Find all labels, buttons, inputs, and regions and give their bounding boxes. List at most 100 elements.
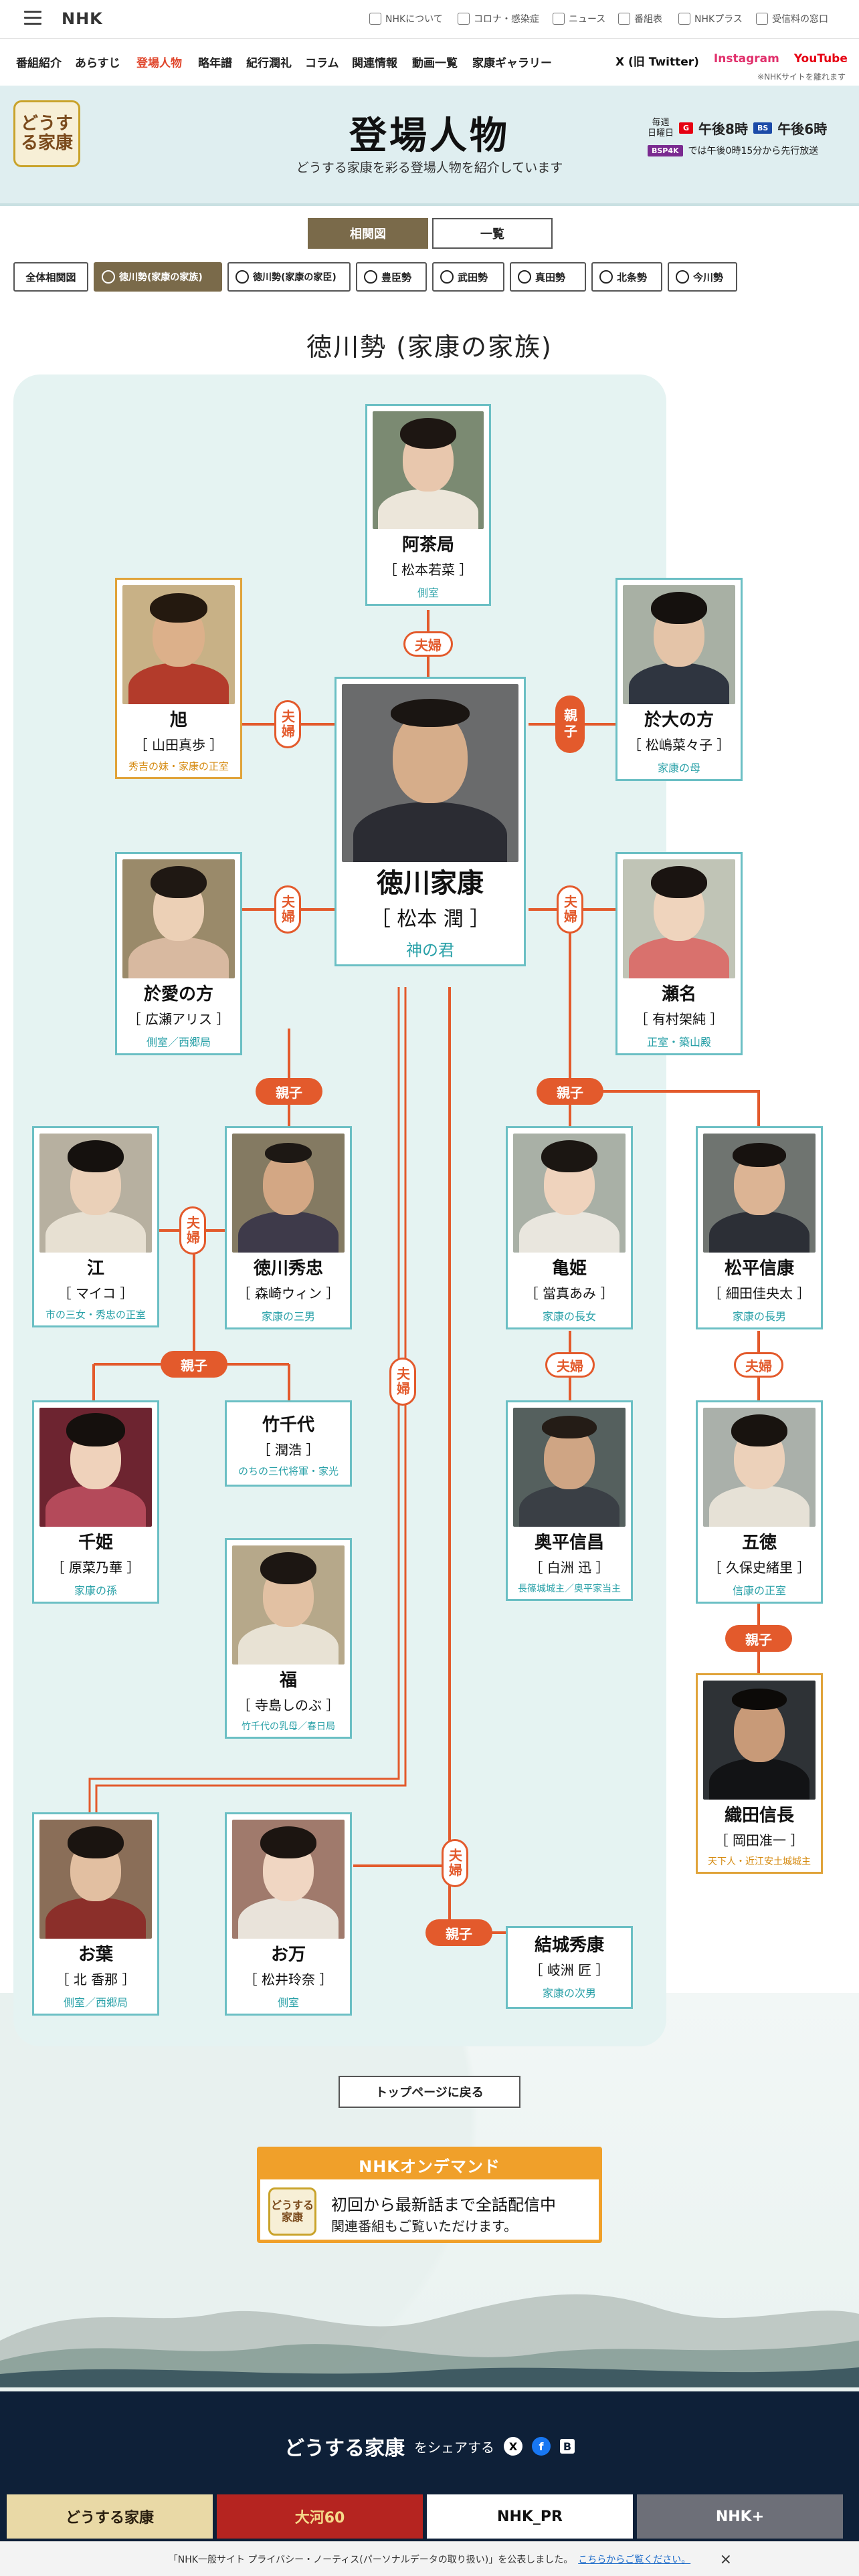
tab-list[interactable]: 一覧 [432,218,553,249]
program-logo[interactable]: どうする家康 [13,100,80,167]
character-actor: ［ 広瀬アリス ］ [127,1010,230,1027]
nav-program[interactable]: 番組紹介 [16,57,62,70]
character-card-okudaira[interactable]: 奥平信昌 ［ 白洲 迅 ］ 長篠城城主／奥平家当主 [506,1400,633,1601]
character-name: お葉 [78,1945,113,1965]
toplink-about[interactable]: NHKについて [369,12,443,25]
toplink-label: コロナ・感染症 [474,14,539,25]
relation-fufu-badge: 夫婦 [274,885,301,934]
character-card-oman[interactable]: お万 ［ 松井玲奈 ］ 側室 [225,1812,352,2016]
tv-icon [678,13,690,25]
relation-fufu-badge: 夫婦 [557,885,583,934]
character-card-oha[interactable]: お葉 ［ 北 香那 ］ 側室／西郷局 [32,1812,159,2016]
youtube-link[interactable]: YouTube [793,52,848,66]
nav-travel[interactable]: 紀行潤礼 [246,57,292,70]
character-card-asahi[interactable]: 旭 ［ 山田真歩 ］ 秀吉の妹・家康の正室 [115,578,242,779]
character-card-kame[interactable]: 亀姫 ［ 當真あみ ］ 家康の長女 [506,1126,633,1329]
x-share-icon[interactable]: X [504,2437,522,2456]
facebook-share-icon[interactable]: f [532,2437,551,2456]
cookie-link[interactable]: こちらからご覧ください。 [578,2554,691,2565]
character-role: 信康の正室 [732,1584,786,1597]
relation-oyako-badge: 親子 [425,1919,492,1946]
banner-taiga60[interactable]: 大河60 [217,2494,423,2539]
toplink-schedule[interactable]: 番組表 [618,12,662,25]
toplink-plus[interactable]: NHKプラス [678,12,743,25]
close-icon[interactable]: × [719,2551,732,2568]
instagram-link[interactable]: Instagram [713,52,779,66]
banner-nhk-plus[interactable]: NHK+ [637,2494,843,2539]
nav-videos[interactable]: 動画一覧 [412,57,458,70]
character-card-odai[interactable]: 於大の方 ［ 松嶋菜々子 ］ 家康の母 [615,578,743,781]
character-card-oai[interactable]: 於愛の方 ［ 広瀬アリス ］ 側室／西郷局 [115,852,242,1055]
x-twitter-link[interactable]: X (旧 Twitter) [615,56,699,69]
crest-icon [364,270,377,284]
channel-bs-badge: BS [753,122,773,134]
nhk-ondemand-banner[interactable]: NHKオンデマンド どうする家康 初回から最新話まで全話配信中 関連番組もご覧い… [257,2147,602,2243]
toplink-label: NHKプラス [694,14,743,25]
group-tab-label: 徳川勢(家康の家族) [119,272,203,283]
group-tab-tokugawa-retainers[interactable]: 徳川勢(家康の家臣) [227,262,351,292]
banner-dousuru-ieyasu[interactable]: どうする家康 [7,2494,213,2539]
group-tab-hojo[interactable]: 北条勢 [591,262,662,292]
character-actor: ［ 原菜乃華 ］ [51,1559,140,1576]
ondemand-line1: 初回から最新話まで全話配信中 [331,2195,556,2214]
nav-related[interactable]: 関連情報 [352,57,397,70]
nav-characters[interactable]: 登場人物 [136,57,182,70]
crest-icon [676,270,689,284]
group-tab-takeda[interactable]: 武田勢 [432,262,504,292]
hatena-share-icon[interactable]: B [560,2439,575,2454]
relation-oyako-badge: 親子 [256,1078,322,1105]
character-name: 於大の方 [644,710,714,730]
ondemand-line2: 関連番組もご覧いただけます。 [331,2218,517,2234]
toplink-corona[interactable]: コロナ・感染症 [458,12,539,25]
nav-gallery[interactable]: 家康ギャラリー [472,57,552,70]
character-card-go[interactable]: 江 ［ マイコ ］ 市の三女・秀忠の正室 [32,1126,159,1327]
character-card-acha[interactable]: 阿茶局 ［ 松本若菜 ］ 側室 [365,404,491,606]
nhk-logo[interactable]: NHK [62,9,103,28]
toplink-news[interactable]: ニュース [553,12,605,25]
relation-fufu-badge: 夫婦 [274,700,301,748]
group-tab-toyotomi[interactable]: 豊臣勢 [356,262,427,292]
character-actor: ［ 潤浩 ］ [257,1441,320,1458]
character-name: 五徳 [741,1533,777,1553]
banner-nhk-pr[interactable]: NHK_PR [427,2494,633,2539]
character-card-nobunaga[interactable]: 織田信長 ［ 岡田准一 ］ 天下人・近江安土城城主 [696,1673,823,1874]
character-photo [39,1134,152,1253]
nav-column[interactable]: コラム [305,57,339,70]
character-role: 秀吉の妹・家康の正室 [128,760,229,772]
page-title: 登場人物 [349,114,510,158]
character-actor: ［ 北 香那 ］ [56,1971,136,1988]
character-photo [703,1408,816,1527]
character-name: 亀姫 [551,1259,587,1279]
bs-time: 午後6時 [777,121,828,138]
external-note: ※NHKサイトを離れます [757,72,846,82]
nav-chronology[interactable]: 略年譜 [198,57,232,70]
character-card-gotoku[interactable]: 五徳 ［ 久保史緒里 ］ 信康の正室 [696,1400,823,1604]
character-card-ieyasu[interactable]: 徳川家康 ［ 松本 潤 ］ 神の君 [335,677,526,966]
page-subtitle: どうする家康を彩る登場人物を紹介しています [296,160,563,175]
character-photo [39,1820,152,1939]
back-to-top-button[interactable]: トップページに戻る [339,2076,520,2108]
group-tab-sanada[interactable]: 真田勢 [510,262,586,292]
character-card-takechiyo[interactable]: 竹千代 ［ 潤浩 ］ のちの三代将軍・家光 [225,1400,352,1487]
broadcast-weekly: 毎週 [652,118,670,128]
character-actor: ［ 松本 潤 ］ [370,907,490,931]
character-card-nobuyasu[interactable]: 松平信康 ［ 細田佳央太 ］ 家康の長男 [696,1126,823,1329]
tab-chart[interactable]: 相関図 [308,218,428,249]
group-tab-tokugawa-family[interactable]: 徳川勢(家康の家族) [94,262,222,292]
character-card-senhime[interactable]: 千姫 ［ 原菜乃華 ］ 家康の孫 [32,1400,159,1604]
character-card-fuku[interactable]: 福 ［ 寺島しのぶ ］ 竹千代の乳母／春日局 [225,1538,352,1739]
relation-fufu-badge: 夫婦 [442,1839,468,1887]
nav-synopsis[interactable]: あらすじ [75,57,120,70]
menu-icon[interactable] [24,11,41,25]
toplink-label: NHKについて [385,14,443,25]
character-card-hideyasu[interactable]: 結城秀康 ［ 岐洲 匠 ］ 家康の次男 [506,1926,633,2009]
character-card-hidetada[interactable]: 徳川秀忠 ［ 森崎ウィン ］ 家康の三男 [225,1126,352,1329]
character-actor: ［ 岐洲 匠 ］ [529,1961,609,1978]
character-card-sena[interactable]: 瀬名 ［ 有村架純 ］ 正室・築山殿 [615,852,743,1055]
group-tab-imagawa[interactable]: 今川勢 [668,262,737,292]
document-icon [756,13,768,25]
character-role: 側室 [277,1996,299,2009]
group-tab-all[interactable]: 全体相関図 [13,262,88,292]
character-actor: ［ 松井玲奈 ］ [244,1971,333,1988]
toplink-fee[interactable]: 受信料の窓口 [756,12,828,25]
